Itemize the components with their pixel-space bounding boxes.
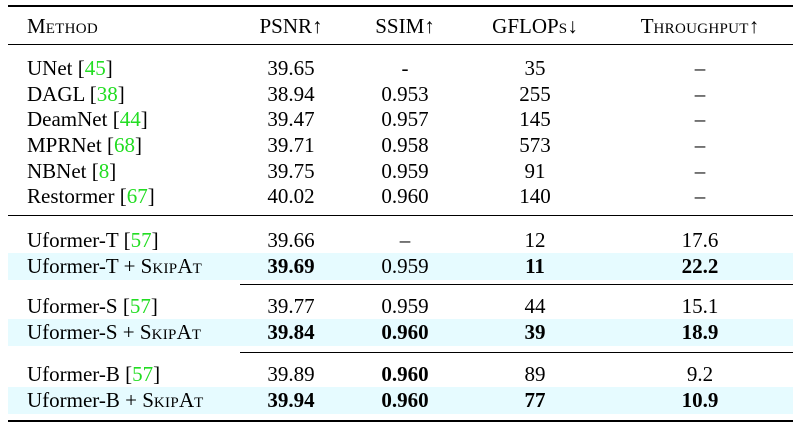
row-8-throughput: 15.1 (681, 294, 719, 318)
row-8-method: Uformer-S [57] (27, 294, 158, 318)
row-4-gflops: 91 (524, 159, 546, 183)
row-1-gflops: 255 (519, 82, 551, 106)
top-rule (8, 5, 793, 7)
row-2-throughput: – (694, 107, 706, 131)
row-7-method: Uformer-T + SKIPAT (27, 254, 203, 278)
group-rule (8, 215, 793, 216)
row-5-throughput: – (694, 184, 706, 208)
row-5-method: Restormer [67] (27, 184, 155, 208)
row-10-method: Uformer-B [57] (27, 362, 161, 386)
row-11-psnr: 39.94 (267, 388, 315, 412)
row-4-throughput: – (694, 159, 706, 183)
row-0-psnr: 39.65 (267, 56, 315, 80)
row-0-ssim: - (401, 56, 409, 80)
row-7-psnr: 39.69 (267, 254, 315, 278)
header-method: METHOD (27, 14, 99, 38)
variant-rule-s (240, 284, 793, 285)
header-gflops: GFLOPS↓ (492, 14, 578, 38)
bottom-rule (8, 420, 793, 422)
row-7-throughput: 22.2 (681, 254, 719, 278)
row-9-method: Uformer-S + SKIPAT (27, 320, 202, 344)
row-9-gflops: 39 (524, 320, 546, 344)
header-throughput: THROUGHPUT↑ (640, 14, 760, 38)
citation-link[interactable]: 68 (113, 133, 135, 157)
row-0-method: UNet [45] (27, 56, 113, 80)
row-2-method: DeamNet [44] (27, 107, 148, 131)
row-4-psnr: 39.75 (267, 159, 315, 183)
row-4-ssim: 0.959 (381, 159, 429, 183)
header-psnr: PSNR↑ (259, 14, 323, 38)
row-3-method: MPRNet [68] (27, 133, 142, 157)
row-6-method: Uformer-T [57] (27, 228, 159, 252)
citation-link[interactable]: 38 (96, 82, 118, 106)
row-1-throughput: – (694, 82, 706, 106)
row-3-psnr: 39.71 (267, 133, 315, 157)
row-8-psnr: 39.77 (267, 294, 315, 318)
row-5-gflops: 140 (519, 184, 551, 208)
row-10-gflops: 89 (524, 362, 546, 386)
citation-link[interactable]: 8 (98, 159, 110, 183)
row-7-gflops: 11 (525, 254, 545, 278)
row-3-gflops: 573 (519, 133, 551, 157)
row-8-gflops: 44 (524, 294, 546, 318)
citation-link[interactable]: 57 (132, 362, 154, 386)
row-10-ssim: 0.960 (381, 362, 429, 386)
row-4-method: NBNet [8] (27, 159, 117, 183)
citation-link[interactable]: 45 (84, 56, 106, 80)
row-10-throughput: 9.2 (686, 362, 714, 386)
row-11-throughput: 10.9 (681, 388, 719, 412)
row-0-throughput: – (694, 56, 706, 80)
row-11-method: Uformer-B + SKIPAT (27, 388, 204, 412)
row-9-psnr: 39.84 (267, 320, 315, 344)
row-2-ssim: 0.957 (381, 107, 429, 131)
row-9-throughput: 18.9 (681, 320, 719, 344)
citation-link[interactable]: 57 (130, 228, 152, 252)
row-3-ssim: 0.958 (381, 133, 429, 157)
row-1-ssim: 0.953 (381, 82, 429, 106)
citation-link[interactable]: 44 (119, 107, 141, 131)
row-6-throughput: 17.6 (681, 228, 719, 252)
highlight-row-b (8, 387, 793, 414)
row-11-gflops: 77 (524, 388, 546, 412)
row-9-ssim: 0.960 (381, 320, 429, 344)
row-3-throughput: – (694, 133, 706, 157)
row-10-psnr: 39.89 (267, 362, 315, 386)
row-5-psnr: 40.02 (267, 184, 315, 208)
header-ssim: SSIM↑ (375, 14, 435, 38)
row-1-method: DAGL [38] (27, 82, 125, 106)
row-1-psnr: 38.94 (267, 82, 315, 106)
row-2-gflops: 145 (519, 107, 551, 131)
highlight-row-s (8, 319, 793, 346)
row-6-psnr: 39.66 (267, 228, 315, 252)
row-5-ssim: 0.960 (381, 184, 429, 208)
citation-link[interactable]: 67 (126, 184, 148, 208)
row-6-gflops: 12 (524, 228, 546, 252)
row-6-ssim: – (399, 228, 411, 252)
header-rule (8, 44, 793, 45)
row-8-ssim: 0.959 (381, 294, 429, 318)
row-11-ssim: 0.960 (381, 388, 429, 412)
highlight-row-t (8, 253, 793, 280)
citation-link[interactable]: 57 (129, 294, 151, 318)
variant-rule-b (240, 352, 793, 353)
row-2-psnr: 39.47 (267, 107, 315, 131)
row-0-gflops: 35 (524, 56, 546, 80)
row-7-ssim: 0.959 (381, 254, 429, 278)
